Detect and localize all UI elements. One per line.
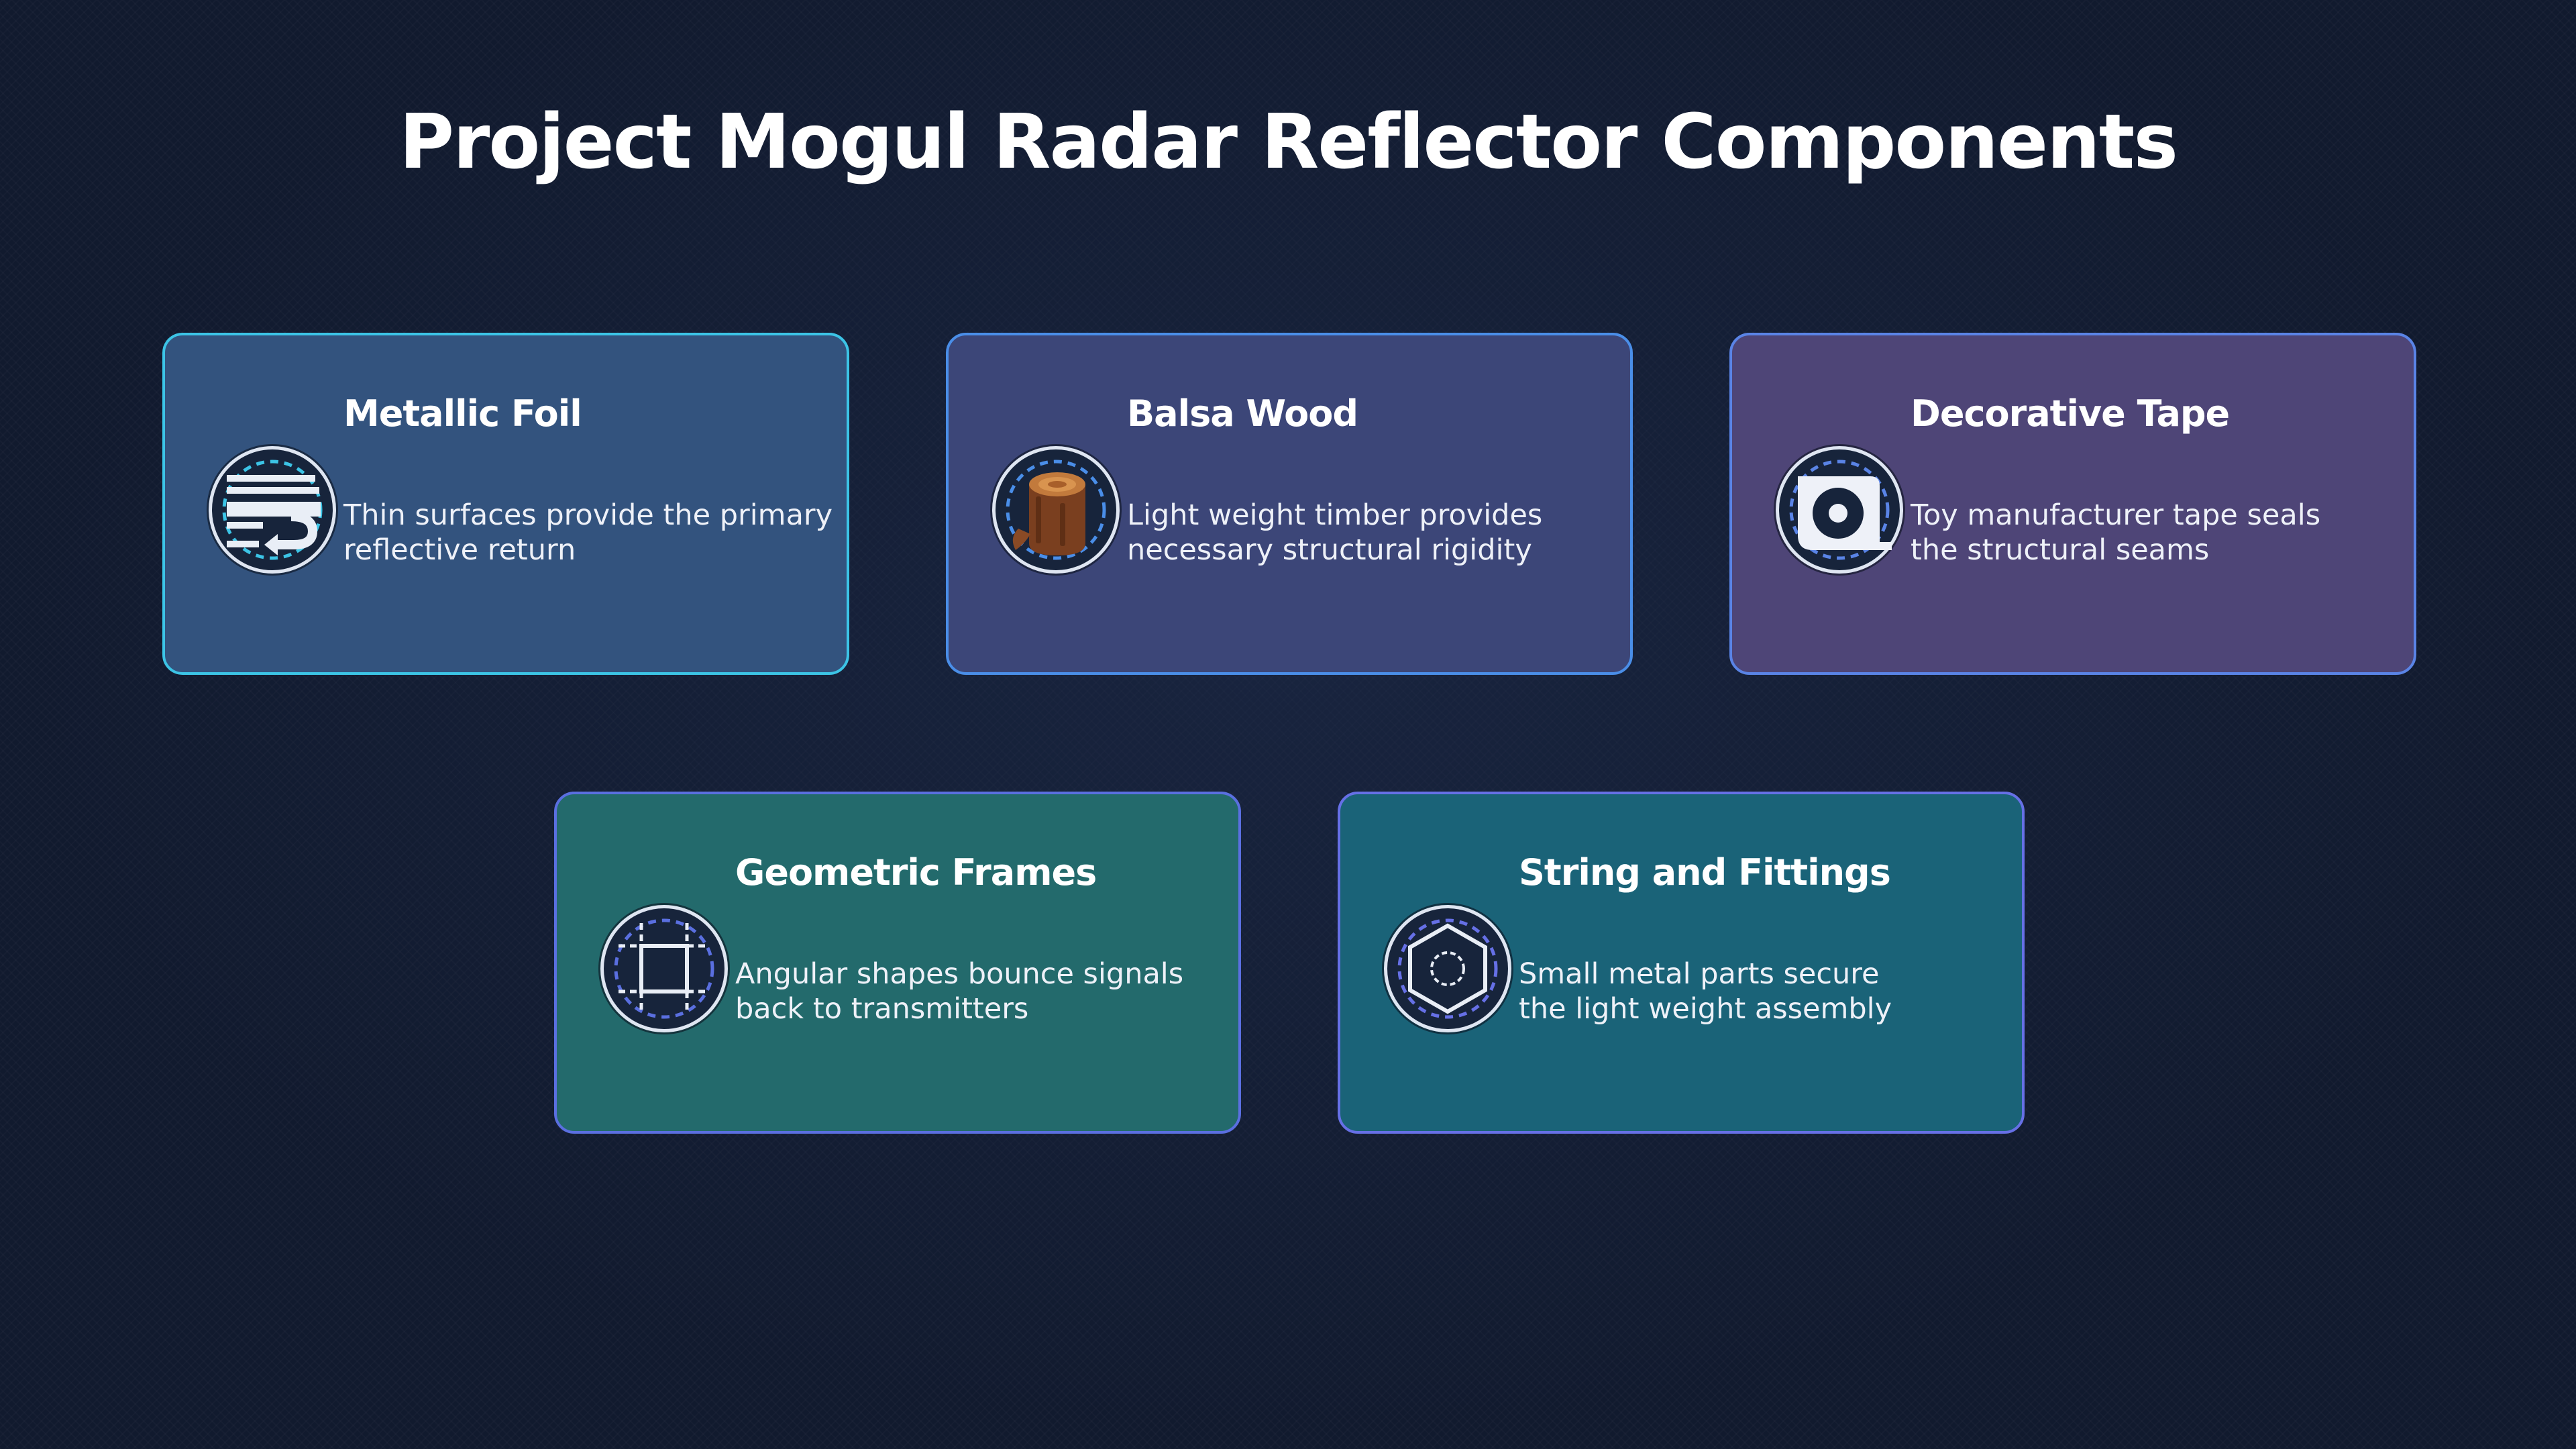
card-description: Angular shapes bounce signals back to tr… bbox=[735, 957, 1225, 1026]
card-description-line: Thin surfaces provide the primary bbox=[343, 498, 833, 532]
card-description-line: the light weight assembly bbox=[1519, 992, 1892, 1026]
tape-roll-icon bbox=[1789, 460, 1892, 560]
card-description-line: reflective return bbox=[343, 533, 576, 567]
square-frame-icon bbox=[614, 918, 714, 1019]
card-description-line: Angular shapes bounce signals bbox=[735, 957, 1184, 991]
page-title: Project Mogul Radar Reflector Components bbox=[399, 99, 2178, 186]
card-description-line: Small metal parts secure bbox=[1519, 957, 1880, 991]
card-description: Thin surfaces provide the primary reflec… bbox=[343, 498, 833, 568]
card-decorative-tape: Decorative Tape Toy manufacturer tape se… bbox=[1729, 333, 2416, 675]
card-string-and-fittings: String and Fittings Small metal parts se… bbox=[1338, 792, 2025, 1134]
card-description-line: Toy manufacturer tape seals bbox=[1911, 498, 2321, 532]
card-description-line: Light weight timber provides bbox=[1127, 498, 1543, 532]
hex-nut-icon bbox=[1397, 918, 1498, 1019]
card-title: Decorative Tape bbox=[1911, 392, 2230, 435]
wood-log-icon bbox=[1006, 460, 1106, 560]
card-description: Light weight timber provides necessary s… bbox=[1127, 498, 1617, 568]
card-balsa-wood: Balsa Wood Light weight timber provides … bbox=[946, 333, 1633, 675]
icon-badge bbox=[992, 446, 1120, 574]
icon-badge bbox=[1384, 905, 1511, 1032]
card-title: Geometric Frames bbox=[735, 851, 1097, 894]
card-title: String and Fittings bbox=[1519, 851, 1891, 894]
card-geometric-frames: Geometric Frames Angular shapes bounce s… bbox=[554, 792, 1241, 1134]
card-description-line: back to transmitters bbox=[735, 992, 1029, 1026]
icon-badge bbox=[209, 446, 336, 574]
card-description-line: necessary structural rigidity bbox=[1127, 533, 1532, 567]
card-description: Toy manufacturer tape seals the structur… bbox=[1911, 498, 2400, 568]
card-title: Metallic Foil bbox=[343, 392, 582, 435]
icon-badge bbox=[1776, 446, 1903, 574]
card-title: Balsa Wood bbox=[1127, 392, 1358, 435]
text-wrap-icon bbox=[222, 460, 323, 560]
icon-badge bbox=[600, 905, 728, 1032]
card-description-line: the structural seams bbox=[1911, 533, 2210, 567]
card-description: Small metal parts secure the light weigh… bbox=[1519, 957, 2008, 1026]
card-metallic-foil: Metallic Foil Thin surfaces provide the … bbox=[162, 333, 849, 675]
